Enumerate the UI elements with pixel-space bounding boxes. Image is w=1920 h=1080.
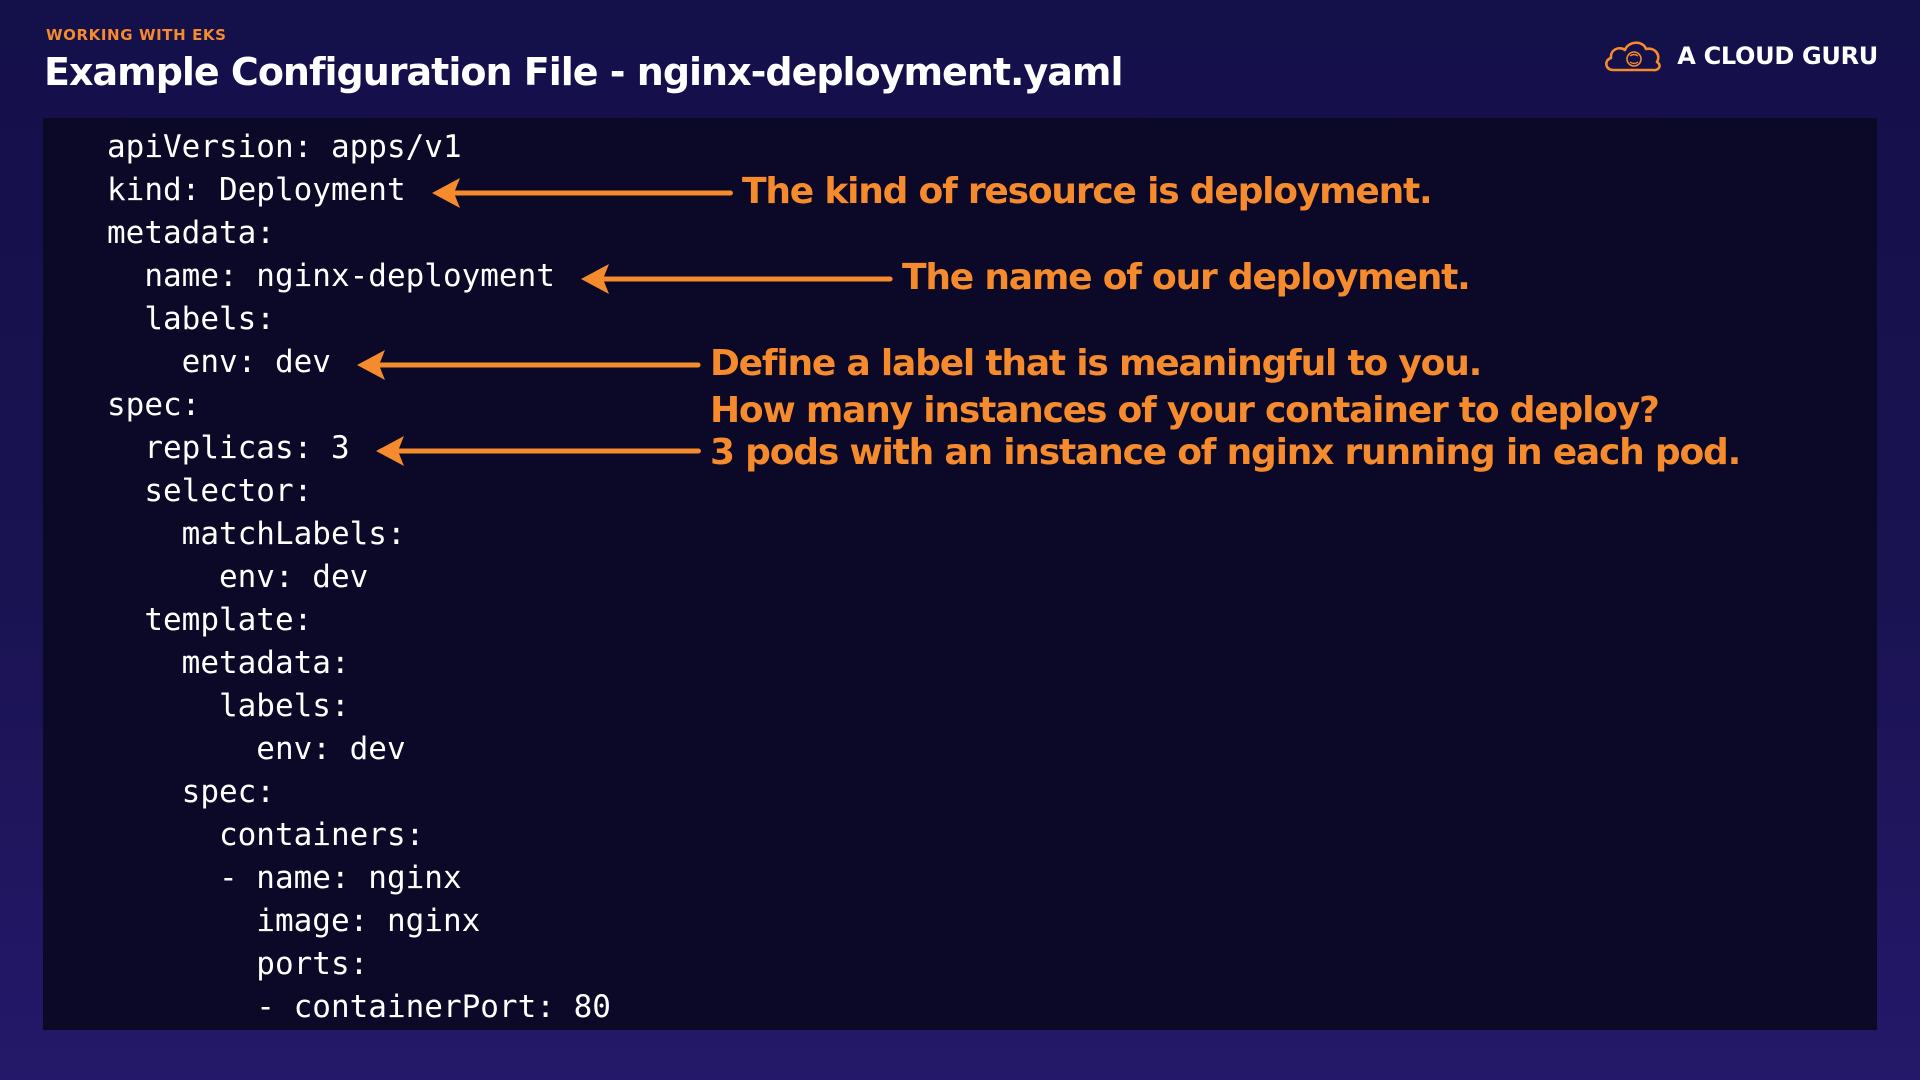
annotation-arrow	[356, 349, 701, 380]
code-line: - name: nginx	[107, 860, 462, 896]
cloud-icon	[1605, 41, 1662, 72]
annotation-line: Define a label that is meaningful to you…	[710, 342, 1482, 384]
brand-name: A CLOUD GURU	[1677, 42, 1878, 70]
code-line: containers:	[107, 817, 425, 853]
code-line: - containerPort: 80	[107, 989, 611, 1025]
code-line: env: dev	[107, 344, 331, 380]
annotation-line: The name of our deployment.	[902, 256, 1471, 298]
slide-title: Example Configuration File - nginx-deplo…	[44, 50, 1124, 94]
code-line: labels:	[107, 301, 275, 337]
code-line: image: nginx	[107, 903, 481, 939]
code-line: env: dev	[107, 559, 369, 595]
code-line: env: dev	[107, 731, 406, 767]
annotation-line: The kind of resource is deployment.	[742, 170, 1433, 212]
section-label: WORKING WITH EKS	[46, 26, 227, 44]
code-panel: apiVersion: apps/v1 kind: Deployment metad…	[43, 118, 1877, 1030]
annotation-text: How many instances of your container to …	[710, 389, 1741, 474]
code-line: ports:	[107, 946, 369, 982]
annotation-arrow	[375, 435, 701, 466]
annotation-line: 3 pods with an instance of nginx running…	[710, 431, 1741, 473]
code-line: apiVersion: apps/v1	[107, 129, 462, 165]
code-line: template:	[107, 602, 313, 638]
code-line: labels:	[107, 688, 350, 724]
code-line: replicas: 3	[107, 430, 350, 466]
code-line: selector:	[107, 473, 313, 509]
brand-logo: A CLOUD GURU	[1601, 36, 1878, 76]
annotation-text: The name of our deployment.	[902, 256, 1471, 299]
annotation-text: Define a label that is meaningful to you…	[710, 342, 1482, 385]
annotation-text: The kind of resource is deployment.	[742, 170, 1433, 213]
code-line: matchLabels:	[107, 516, 406, 552]
annotation-arrow	[431, 177, 733, 208]
code-line: spec:	[107, 774, 275, 810]
yaml-code-block: apiVersion: apps/v1 kind: Deployment metad…	[107, 126, 611, 1029]
annotation-arrow	[580, 263, 893, 294]
code-line: spec:	[107, 387, 201, 423]
annotation-line: How many instances of your container to …	[710, 389, 1660, 431]
code-line: kind: Deployment	[107, 172, 406, 208]
code-line: metadata:	[107, 645, 350, 681]
code-line: metadata:	[107, 215, 275, 251]
code-line: name: nginx-deployment	[107, 258, 555, 294]
